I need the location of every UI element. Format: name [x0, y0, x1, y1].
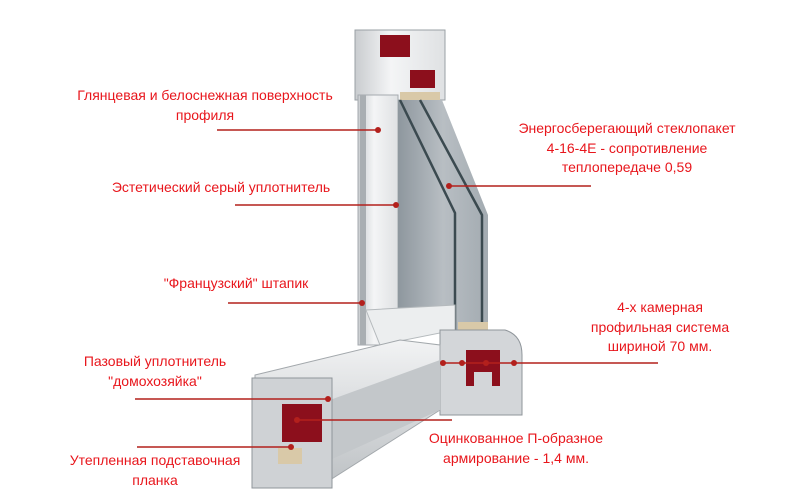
label-chambers: 4-х камерная профильная система шириной …	[591, 298, 729, 357]
label-line: профиля	[175, 106, 235, 123]
label-glazing: Энергосберегающий стеклопакет 4-16-4E - …	[518, 119, 735, 178]
label-line: шириной 70 мм.	[607, 338, 713, 354]
inner-pane	[398, 99, 457, 330]
label-line: армирование - 1,4 мм.	[443, 449, 589, 466]
label-line: Эстетический серый уплотнитель	[111, 179, 331, 195]
label-reinforcement: Оцинкованное П-образное армирование - 1,…	[429, 429, 603, 468]
outer-pane	[418, 99, 484, 330]
label-line: "домохозяйка"	[108, 372, 202, 389]
reinforcement-slot	[474, 372, 492, 386]
sill-face	[330, 360, 440, 460]
dot	[440, 360, 446, 366]
dot	[393, 202, 399, 208]
label-bead: "Французский" штапик	[164, 274, 309, 294]
label-groove-seal: Пазовый уплотнитель "домохозяйка"	[84, 352, 226, 391]
dot	[446, 183, 452, 189]
label-line: 4-х камерная	[617, 299, 703, 315]
label-line: теплопередаче 0,59	[561, 159, 693, 175]
label-line: Утепленная подставочная	[69, 452, 241, 468]
spacer	[458, 322, 488, 332]
label-line: Глянцевая и белоснежная поверхность	[77, 87, 333, 103]
label-surface: Глянцевая и белоснежная поверхность проф…	[77, 86, 332, 125]
label-line: Пазовый уплотнитель	[83, 353, 227, 369]
dot	[294, 417, 300, 423]
label-line: Оцинкованное П-образное	[428, 430, 604, 446]
base-insulation	[278, 448, 302, 464]
label-line: профильная система	[590, 318, 730, 335]
dot	[325, 396, 331, 402]
frame-edge	[360, 95, 366, 345]
dot	[459, 360, 465, 366]
label-line: "Французский" штапик	[163, 275, 309, 291]
label-line: 4-16-4E - сопротивление	[546, 139, 708, 156]
top-profile	[354, 29, 446, 102]
dot	[511, 360, 517, 366]
label-gray-seal: Эстетический серый уплотнитель	[112, 178, 330, 198]
label-base-strip: Утепленная подставочная планка	[70, 451, 241, 490]
dot	[359, 300, 365, 306]
dot	[375, 127, 381, 133]
glass-unit	[398, 100, 488, 330]
dot	[288, 444, 294, 450]
dot	[483, 360, 489, 366]
label-line: планка	[132, 471, 178, 488]
frame-reinforcement	[282, 404, 322, 442]
label-line: Энергосберегающий стеклопакет	[518, 120, 736, 136]
